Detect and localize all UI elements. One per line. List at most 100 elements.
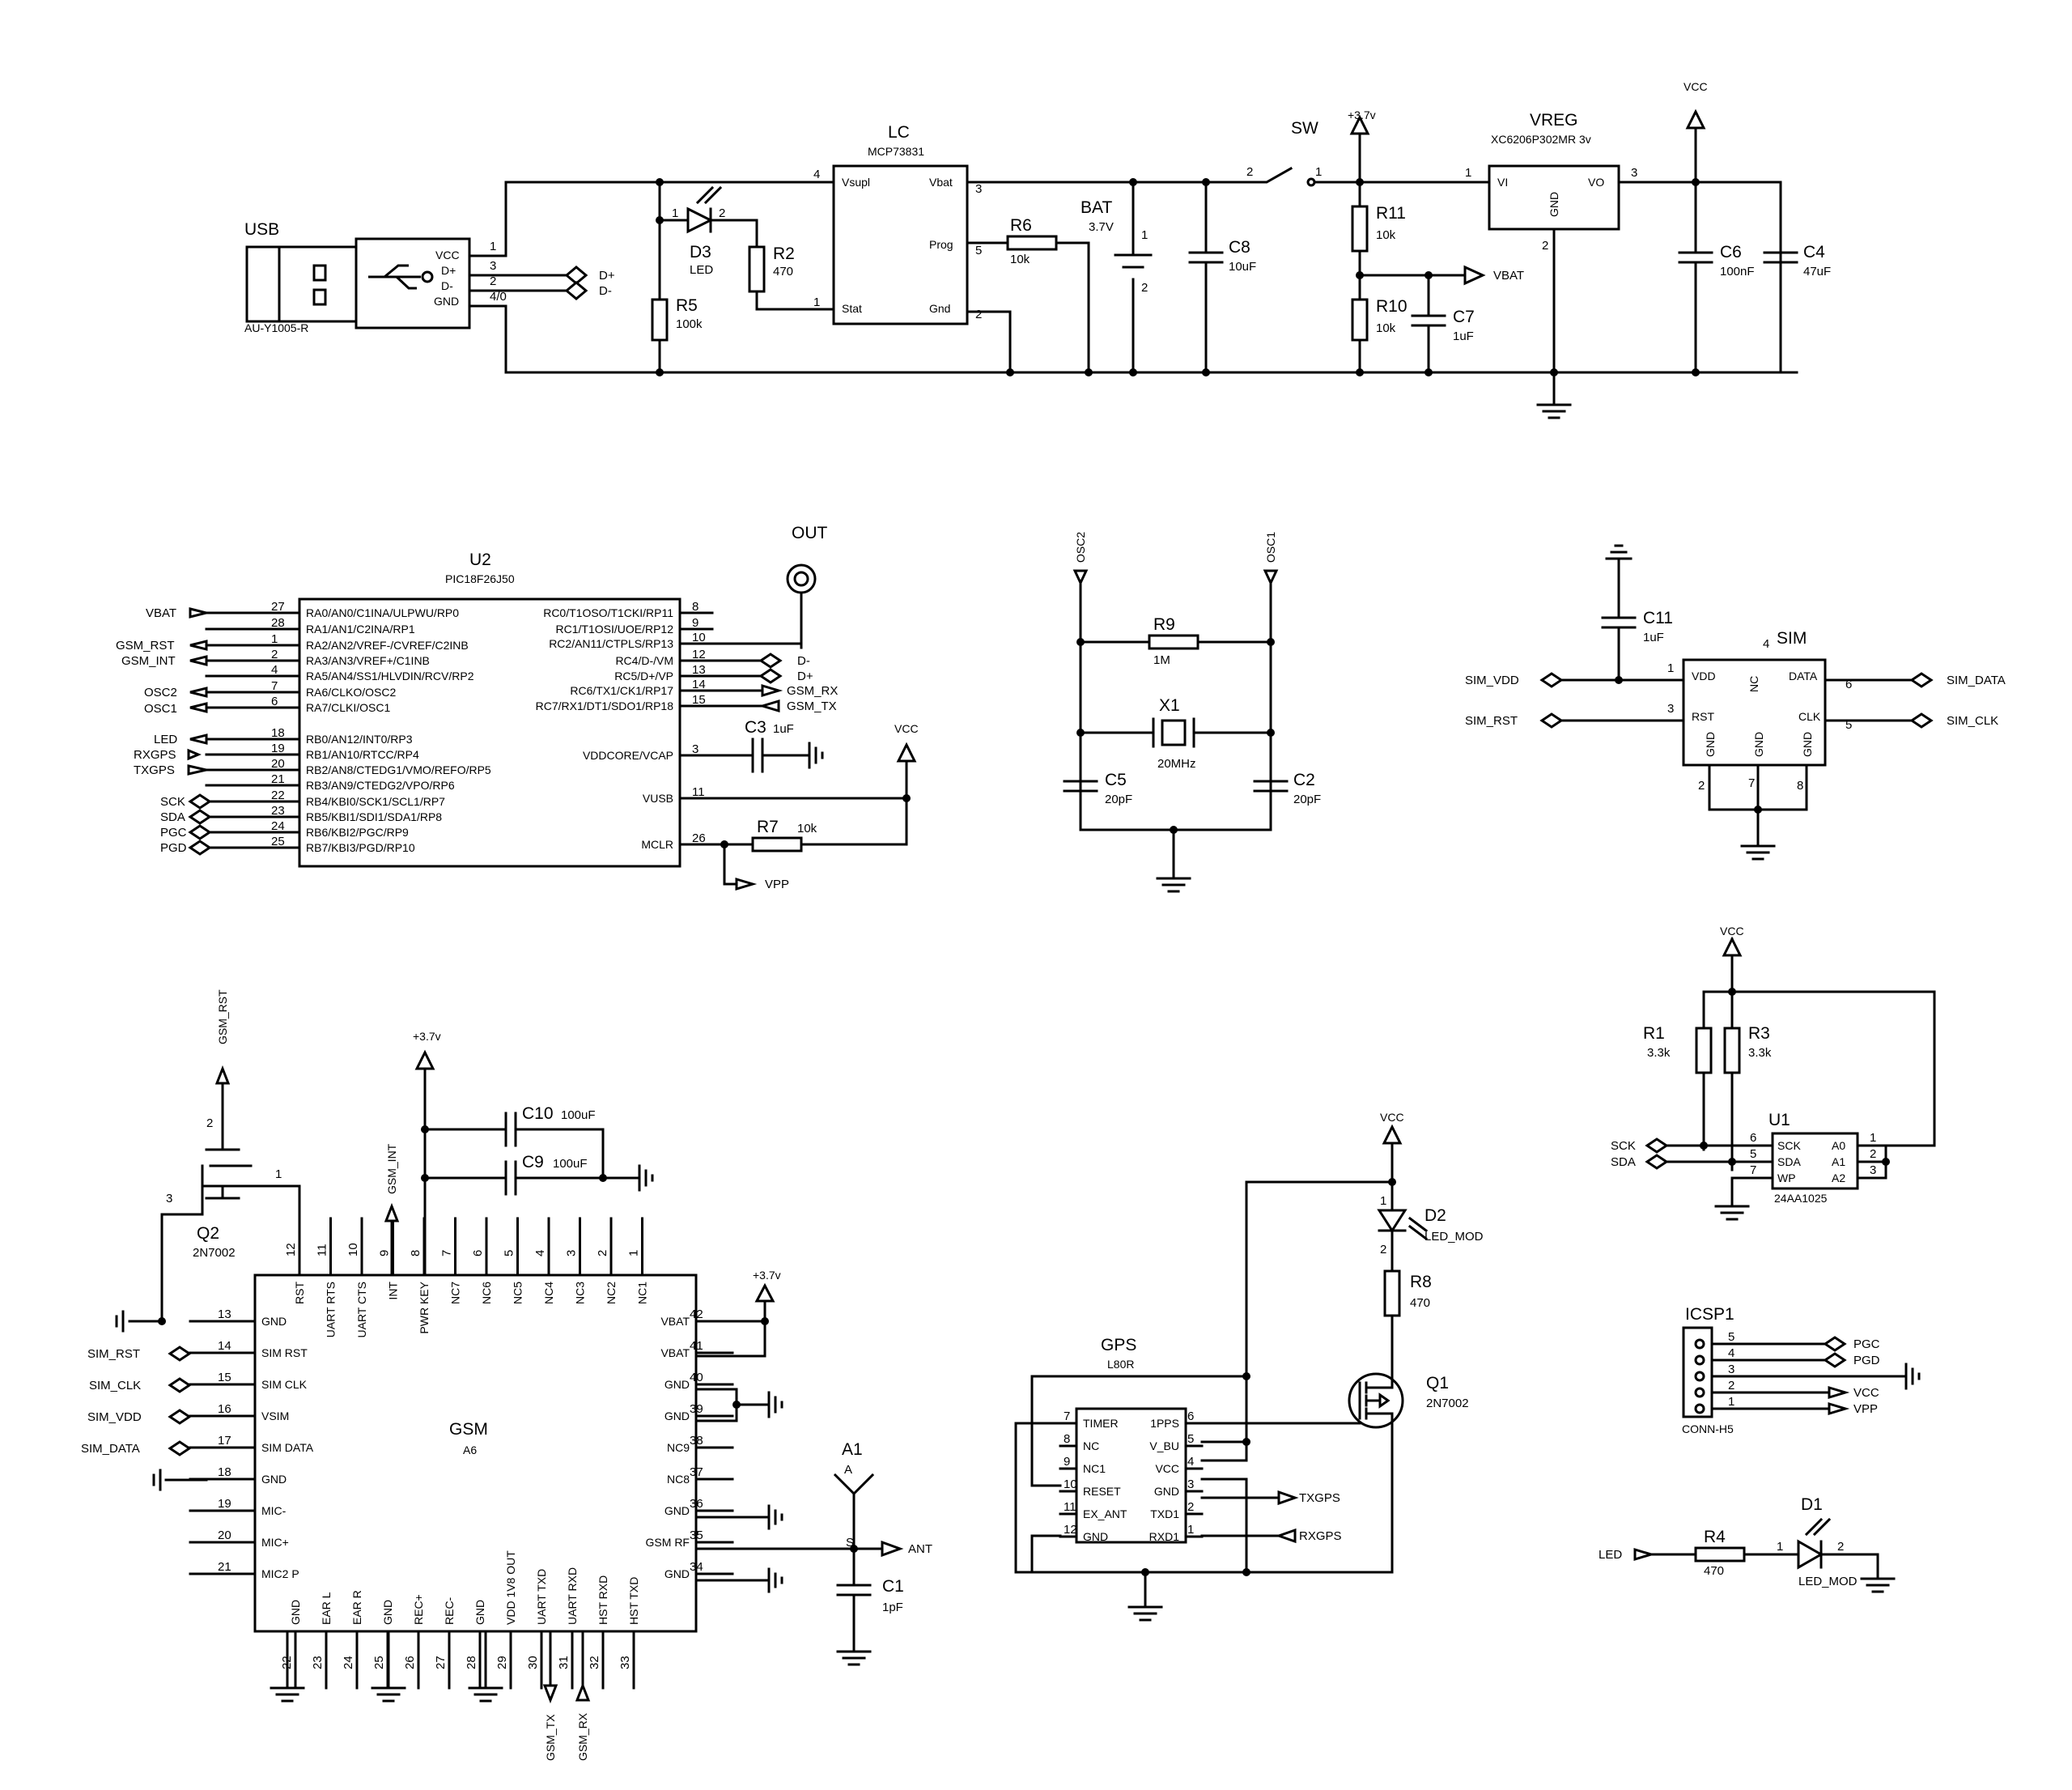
svg-text:LED_MOD: LED_MOD [1798,1575,1858,1588]
svg-text:GND: GND [1704,732,1717,757]
svg-text:R6: R6 [1010,216,1032,235]
svg-text:24: 24 [271,819,285,833]
gsm-right-pins: 42VBAT41VBAT40GND39GND38NC937NC836GND35G… [646,1307,734,1580]
svg-text:RB7/KBI3/PGD/RP10: RB7/KBI3/PGD/RP10 [306,841,415,854]
svg-text:D-: D- [599,284,612,298]
svg-text:14: 14 [692,678,706,691]
svg-text:SCK: SCK [1611,1139,1636,1153]
battery-symbol [1114,253,1153,269]
svg-text:U1: U1 [1768,1111,1790,1129]
svg-text:20MHz: 20MHz [1157,757,1196,771]
svg-text:100uF: 100uF [561,1108,596,1122]
svg-text:10: 10 [346,1243,360,1256]
svg-text:D+: D+ [599,269,615,283]
svg-text:19: 19 [218,1497,231,1511]
svg-text:2: 2 [719,206,725,220]
svg-text:16: 16 [218,1402,231,1416]
svg-text:GND: GND [664,1567,690,1580]
svg-text:VCC: VCC [1380,1111,1404,1124]
svg-text:RB1/AN10/RTCC/RP4: RB1/AN10/RTCC/RP4 [306,748,419,761]
usb-connector: USB AU-Y1005-R VCC D+ D- GND 1 3 2 4/0 [244,220,507,334]
svg-text:4: 4 [1728,1346,1734,1360]
svg-text:6: 6 [271,695,278,708]
svg-text:9: 9 [1064,1455,1070,1469]
svg-text:SIM: SIM [1777,629,1807,648]
usb-pin-dplus: D+ [441,264,456,277]
svg-text:37: 37 [690,1465,703,1479]
svg-text:A1: A1 [1832,1155,1845,1168]
svg-text:12: 12 [1064,1523,1077,1537]
svg-text:23: 23 [311,1656,325,1669]
svg-text:VBAT: VBAT [1493,269,1524,283]
svg-text:VO: VO [1588,176,1604,189]
svg-text:EAR L: EAR L [320,1592,333,1625]
svg-text:TXGPS: TXGPS [1299,1491,1340,1505]
svg-text:R11: R11 [1376,204,1406,223]
svg-text:2N7002: 2N7002 [1426,1397,1469,1410]
svg-text:15: 15 [218,1371,231,1384]
svg-text:11: 11 [1064,1500,1076,1514]
svg-text:NC6: NC6 [480,1282,493,1304]
svg-text:1uF: 1uF [1643,631,1664,644]
svg-text:RA7/CLKI/OSC1: RA7/CLKI/OSC1 [306,701,390,714]
svg-text:2: 2 [271,648,278,661]
svg-text:23: 23 [271,804,285,818]
svg-text:1uF: 1uF [1453,330,1474,343]
svg-text:20pF: 20pF [1105,793,1132,806]
svg-text:DATA: DATA [1789,670,1818,682]
svg-text:NC5: NC5 [512,1282,524,1304]
svg-text:NC7: NC7 [449,1282,462,1304]
svg-text:Prog: Prog [929,238,953,251]
u2-pin-12: 12 RC4/D-/VM [615,648,762,667]
svg-text:3.3k: 3.3k [1748,1046,1772,1060]
svg-text:1uF: 1uF [773,722,794,736]
svg-text:V_BU: V_BU [1149,1439,1179,1452]
svg-text:19: 19 [271,742,285,755]
svg-text:MCLR: MCLR [641,838,673,851]
svg-text:C1: C1 [882,1577,904,1596]
svg-text:5: 5 [1728,1330,1734,1344]
svg-text:PGC: PGC [1853,1337,1880,1351]
svg-text:Gnd: Gnd [929,302,950,315]
svg-text:RC4/D-/VM: RC4/D-/VM [615,654,673,667]
svg-text:SIM_DATA: SIM_DATA [81,1442,140,1456]
svg-text:2: 2 [1141,281,1148,295]
svg-text:41: 41 [690,1339,703,1353]
svg-text:Vsupl: Vsupl [842,176,870,189]
icsp-connector: ICSP1 CONN-H5 5 4 3 2 1 [1682,1305,1734,1435]
svg-text:L80R: L80R [1107,1358,1134,1371]
svg-text:12: 12 [692,648,706,661]
svg-text:RST: RST [293,1282,306,1304]
svg-text:A1: A1 [842,1440,863,1459]
svg-text:GND: GND [289,1600,302,1625]
u2-pic-mcu: U2 PIC18F26J50 [298,551,681,868]
svg-text:OSC2: OSC2 [144,686,177,699]
svg-text:LED_MOD: LED_MOD [1424,1230,1484,1244]
svg-text:LED: LED [690,263,713,277]
svg-text:RXGPS: RXGPS [134,748,176,762]
svg-text:GND: GND [473,1600,486,1625]
svg-text:11: 11 [692,785,705,799]
svg-text:8: 8 [1797,779,1803,793]
svg-text:MIC2 P: MIC2 P [261,1567,299,1580]
svg-text:SIM DATA: SIM DATA [261,1441,314,1454]
svg-text:UART CTS: UART CTS [355,1282,368,1338]
svg-text:MIC+: MIC+ [261,1536,289,1549]
svg-text:PGD: PGD [1853,1354,1880,1367]
svg-text:32: 32 [588,1656,601,1669]
svg-text:RC5/D+/VP: RC5/D+/VP [614,670,673,682]
usb-pin-dminus: D- [441,279,453,292]
q1-mosfet [1348,1372,1404,1574]
